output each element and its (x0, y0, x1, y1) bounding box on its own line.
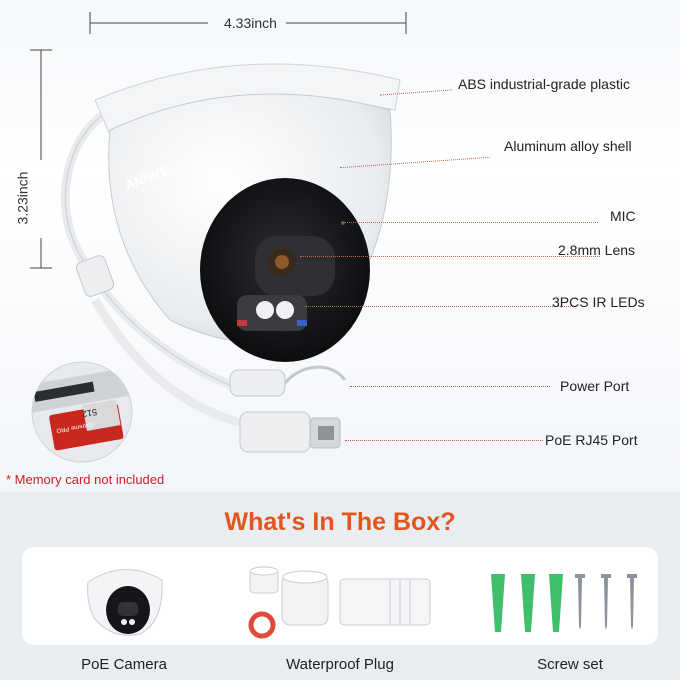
leader-line-mic (343, 222, 598, 223)
box-plug-image (248, 566, 431, 639)
leader-line-rj45 (345, 440, 543, 441)
label-mic: MIC (610, 208, 636, 224)
leader-line-lens (300, 256, 600, 257)
label-rj45-port: PoE RJ45 Port (545, 432, 638, 448)
height-dimension-line (30, 49, 52, 269)
box-screw-image (491, 574, 637, 632)
memory-card-note: * Memory card not included (6, 472, 165, 487)
leader-line-leds (305, 306, 575, 307)
label-power-port: Power Port (560, 378, 630, 394)
label-lens: 2.8mm Lens (558, 242, 636, 258)
box-title: What's In The Box? (224, 508, 456, 536)
box-item-screws-caption: Screw set (537, 656, 603, 673)
camera-illustration (60, 63, 401, 453)
label-abs-plastic: ABS industrial-grade plastic (458, 76, 630, 92)
sd-card-inset (31, 361, 133, 463)
width-label: 4.33inch (224, 15, 277, 31)
box-item-camera-caption: PoE Camera (81, 656, 167, 673)
width-dimension-line (89, 12, 407, 34)
label-aluminum-shell: Aluminum alloy shell (504, 138, 632, 154)
box-camera-image (87, 569, 163, 636)
leader-line-power (350, 386, 550, 387)
box-item-plug-caption: Waterproof Plug (286, 656, 394, 673)
label-ir-leds: 3PCS IR LEDs (552, 294, 645, 310)
